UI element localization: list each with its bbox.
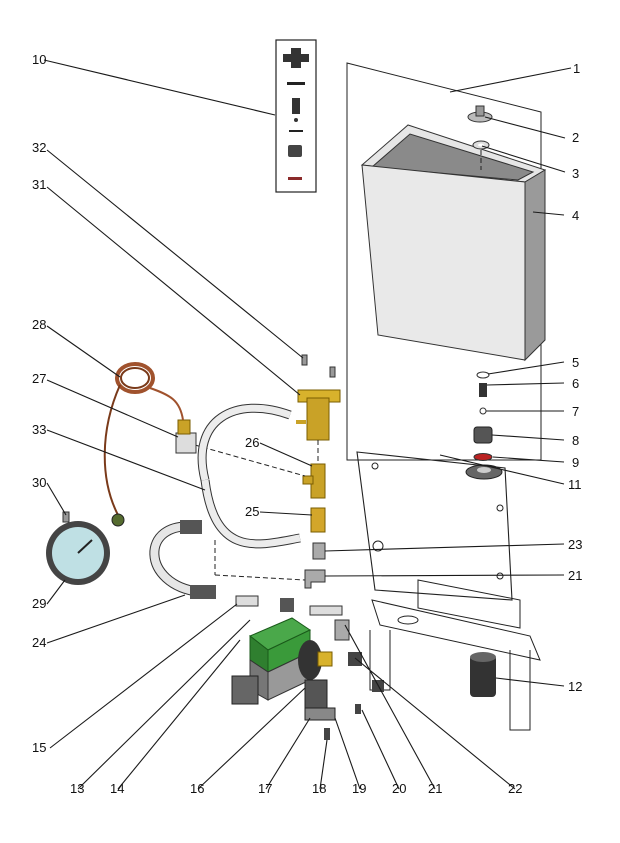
part-23-hose [149,520,216,599]
part-24-fitting [312,542,326,560]
part-33-hose [197,403,301,549]
part-18-screw [324,728,330,740]
label-7: 7 [572,404,579,419]
part-27-tee [175,419,197,454]
label-8: 8 [572,433,579,448]
label-33: 33 [32,422,46,437]
label-17: 17 [258,781,272,796]
part-31-manifold [296,389,341,441]
chassis-plate [356,451,541,731]
label-4: 4 [572,208,579,223]
label-1: 1 [573,61,580,76]
label-29: 29 [32,596,46,611]
part-8-valve-body [473,426,493,444]
label-24: 23 [568,537,582,552]
label-27: 27 [32,371,46,386]
part-10-kit-box [275,39,317,193]
label-21-bottom: 21 [428,781,442,796]
label-25: 25 [245,504,259,519]
part-14-bracket [231,675,259,705]
part-32-screws [301,354,336,378]
label-28: 28 [32,317,46,332]
part-26-tee [302,463,326,499]
part-29-gauge [46,513,125,585]
label-3: 3 [572,166,579,181]
label-16: 16 [190,781,204,796]
pump-assembly [249,617,333,701]
part-20-screw [355,704,361,714]
label-26: 26 [245,435,259,450]
part-7-ball [479,407,487,415]
part-5-oring [476,371,490,379]
label-9: 9 [572,455,579,470]
part-12-cylinder [470,652,496,697]
part-21-elbow [304,569,326,589]
part-labels: 10 1 2 3 4 5 6 7 8 9 11 12 23 21 32 31 2… [32,52,582,796]
label-13: 13 [70,781,84,796]
label-32: 32 [32,140,46,155]
label-18: 18 [312,781,326,796]
part-6-spring [479,383,487,397]
part-17-mount [304,679,336,721]
label-6: 6 [572,376,579,391]
label-2: 2 [572,130,579,145]
label-21-right: 21 [568,568,582,583]
part-11-nut [465,464,503,480]
part-25-valve [310,507,326,533]
label-10: 10 [32,52,46,67]
part-2-cap [467,105,493,123]
label-20: 20 [392,781,406,796]
label-22: 22 [508,781,522,796]
label-14: 14 [110,781,124,796]
part-9-seal [473,453,493,461]
label-23: 24 [32,635,46,650]
part-4-tank [360,124,547,362]
label-19: 19 [352,781,366,796]
label-30: 30 [32,475,46,490]
part-28-coil [103,362,184,516]
part-30-screw [62,511,70,523]
leader-lines [43,59,572,790]
label-31: 31 [32,177,46,192]
label-5: 5 [572,355,579,370]
label-11: 11 [568,477,582,492]
label-12: 12 [568,679,582,694]
label-15: 15 [32,740,46,755]
